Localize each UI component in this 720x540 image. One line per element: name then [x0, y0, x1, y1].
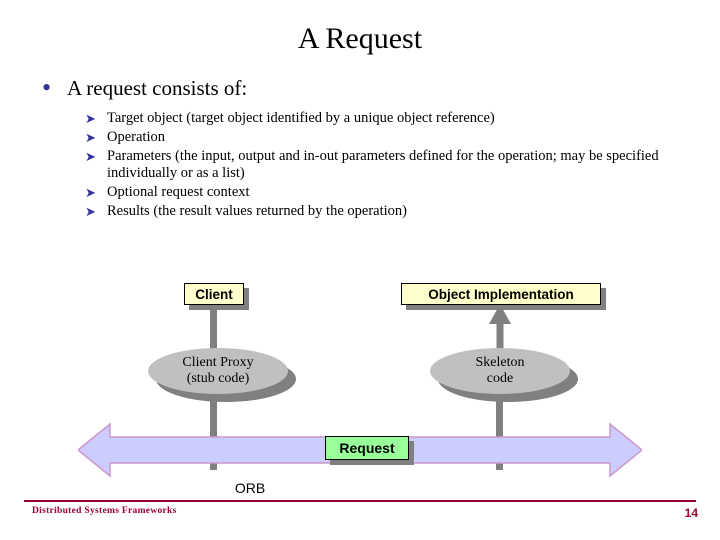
connector-proxy-to-orb	[210, 385, 217, 470]
client-proxy-ellipse[interactable]: Client Proxy (stub code)	[148, 348, 288, 394]
skeleton-line1: Skeleton	[475, 355, 525, 370]
orb-request-diagram: Client Object Implementation Client Prox…	[0, 270, 720, 500]
list-item: ➤ Operation	[85, 129, 695, 146]
page-number: 14	[684, 506, 698, 520]
skeleton-ellipse[interactable]: Skeleton code	[430, 348, 570, 394]
list-item: ➤ Parameters (the input, output and in-o…	[85, 148, 707, 182]
list-item-label: Results (the result values returned by t…	[107, 203, 407, 219]
sub-bullet-list: ➤ Target object (target object identifie…	[85, 110, 695, 222]
object-implementation-box[interactable]: Object Implementation	[401, 283, 601, 305]
main-bullet-text: A request consists of:	[67, 76, 248, 100]
footer-divider	[24, 500, 696, 502]
client-proxy-line2: (stub code)	[186, 371, 250, 386]
list-item-label: Operation	[107, 129, 165, 145]
list-item: ➤ Results (the result values returned by…	[85, 203, 695, 220]
list-item: ➤ Optional request context	[85, 184, 695, 201]
request-box[interactable]: Request	[325, 436, 409, 460]
list-item-label: Parameters (the input, output and in-out…	[107, 148, 659, 181]
client-box[interactable]: Client	[184, 283, 244, 305]
arrow-bullet-icon: ➤	[85, 111, 96, 126]
bullet-marker-icon: •	[42, 73, 52, 102]
orb-label: ORB	[234, 480, 266, 496]
footer-text: Distributed Systems Frameworks	[32, 506, 177, 516]
arrow-bullet-icon: ➤	[85, 185, 96, 200]
client-proxy-line1: Client Proxy	[182, 355, 254, 370]
list-item-label: Target object (target object identified …	[107, 110, 495, 126]
list-item: ➤ Target object (target object identifie…	[85, 110, 695, 127]
arrow-bullet-icon: ➤	[85, 149, 96, 164]
arrow-bullet-icon: ➤	[85, 130, 96, 145]
connector-client-to-proxy	[210, 305, 217, 373]
page-title: A Request	[297, 22, 423, 55]
skeleton-line2: code	[486, 371, 514, 386]
arrow-bullet-icon: ➤	[85, 204, 96, 219]
connector-skeleton-to-orb	[496, 385, 503, 470]
list-item-label: Optional request context	[107, 184, 250, 200]
arrow-skeleton-to-object-impl	[489, 304, 511, 374]
